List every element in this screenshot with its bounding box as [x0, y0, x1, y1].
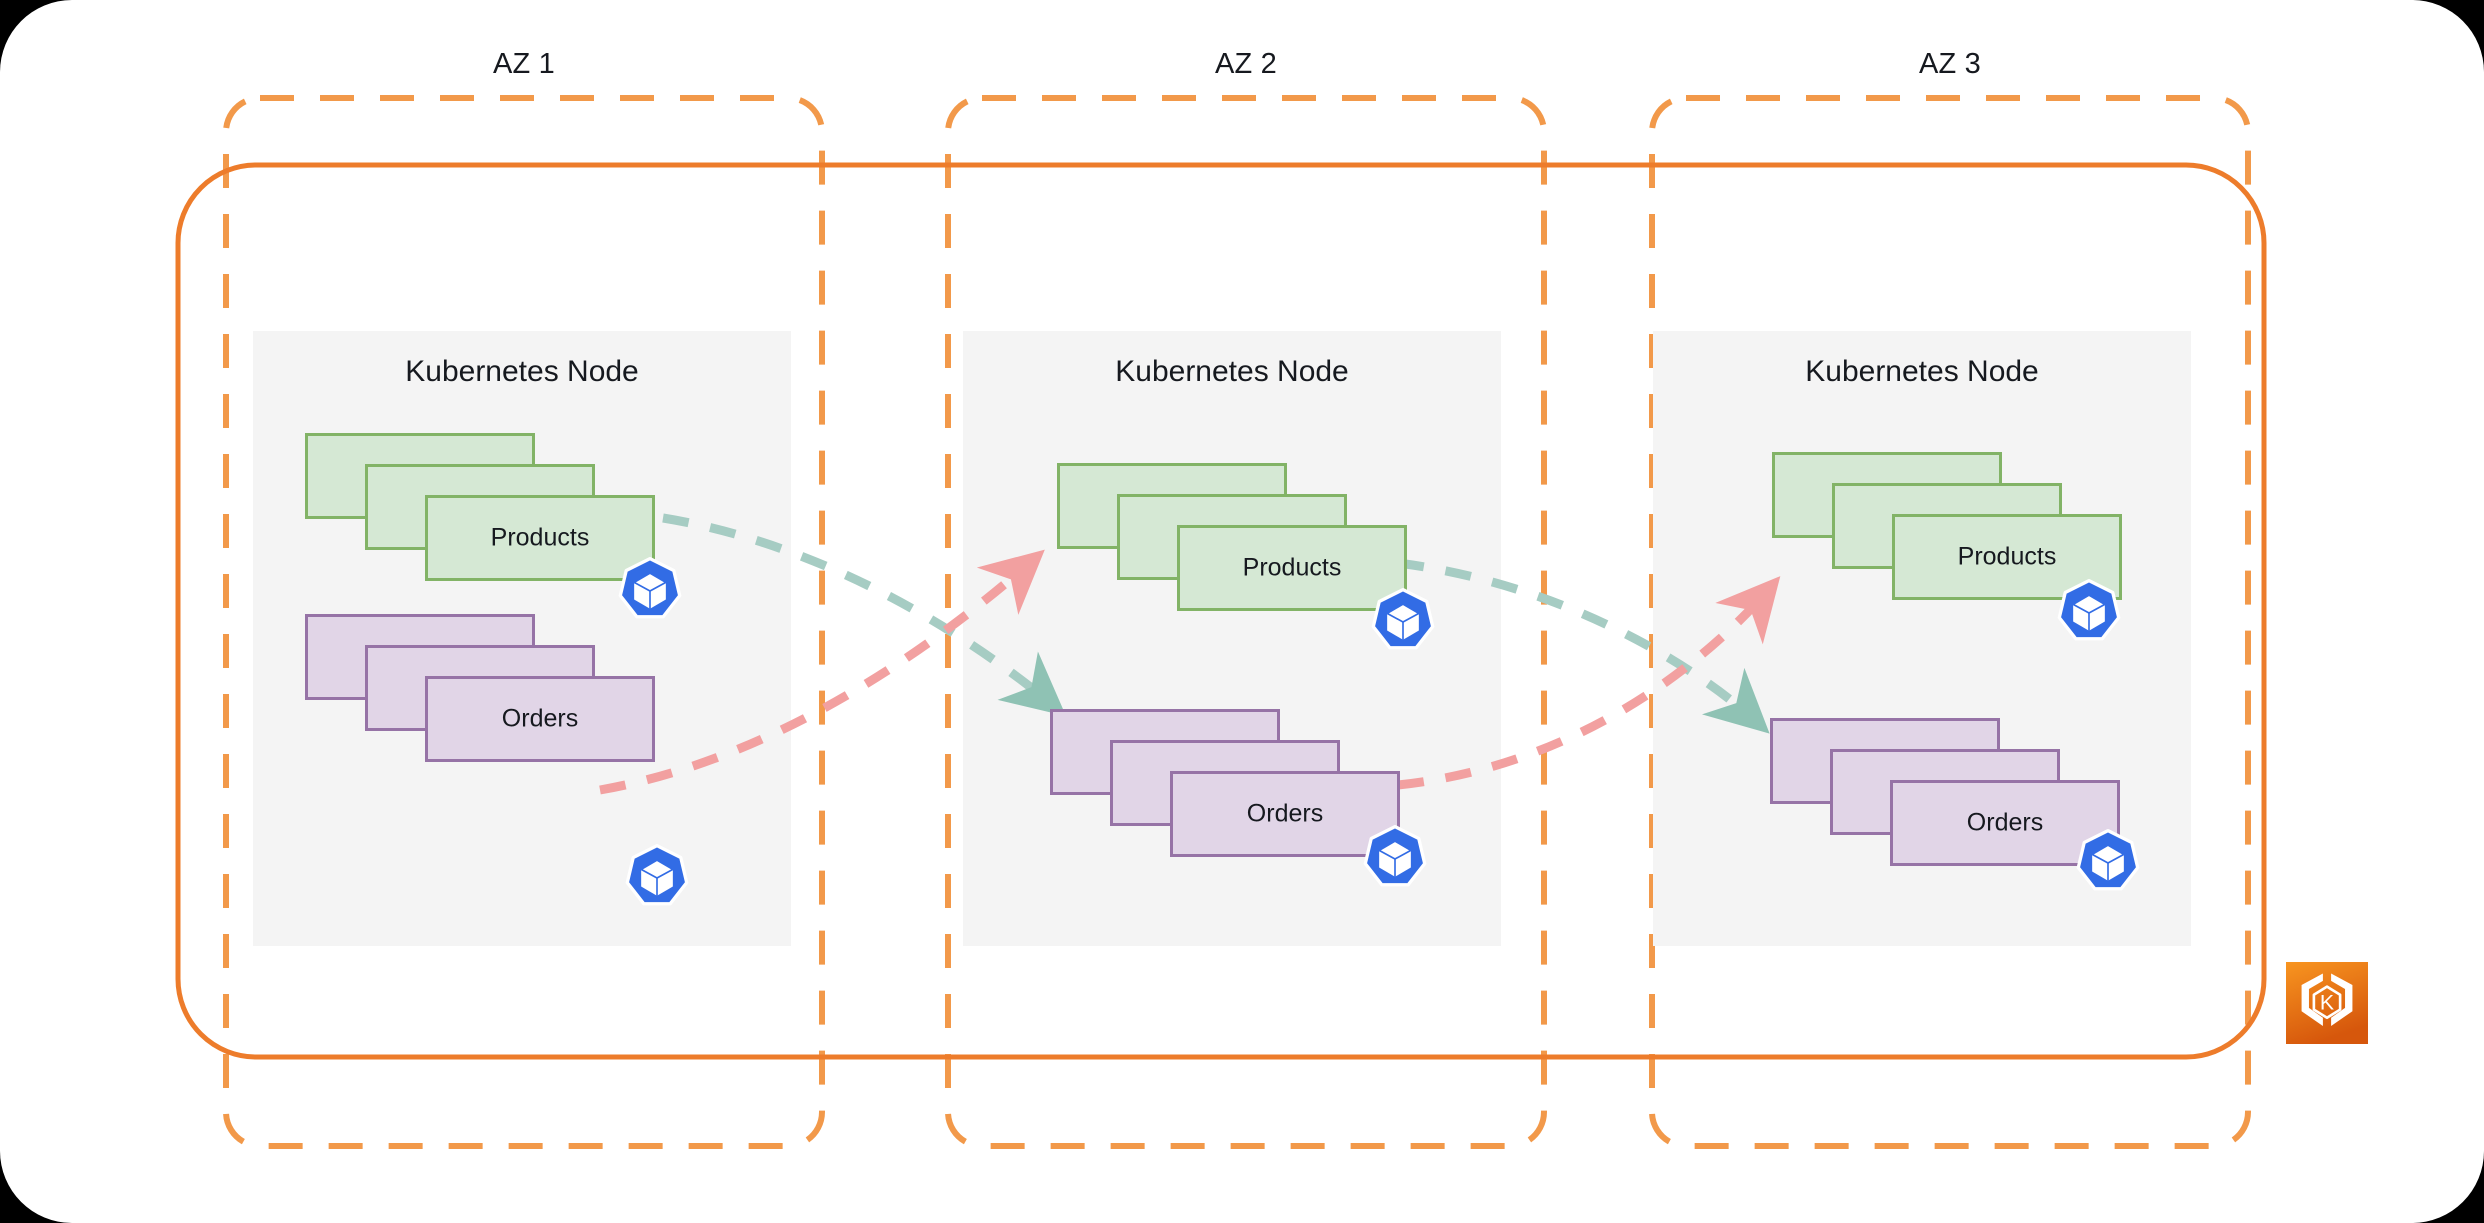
az-2-label: AZ 2: [1214, 48, 1278, 80]
pod-stack-products-az1[interactable]: Products: [305, 433, 655, 583]
pod-stack-orders-az3[interactable]: Orders: [1770, 718, 2120, 868]
kubernetes-icon: [1371, 587, 1435, 650]
eks-logo-letter: K: [2320, 991, 2334, 1015]
arrow-products-az1-to-orders-az2: [662, 513, 1067, 717]
pod-label-products-az1: Products: [490, 523, 590, 552]
node-title-az2: Kubernetes Node: [1115, 355, 1349, 388]
pod-label-products-az3: Products: [1957, 542, 2057, 571]
eks-icon[interactable]: K: [2286, 962, 2368, 1044]
pod-label-products-az2: Products: [1242, 553, 1342, 582]
pod-stack-orders-az2[interactable]: Orders: [1050, 709, 1400, 859]
az-3-boundary: [1649, 95, 2251, 1149]
pod-stack-products-az2[interactable]: Products: [1057, 463, 1407, 613]
kubernetes-icon: [2057, 578, 2121, 641]
az-1-boundary: [223, 95, 825, 1149]
kubernetes-icon: [625, 843, 689, 906]
eks-cluster-boundary: [175, 162, 2267, 1060]
kubernetes-icon: [2076, 828, 2140, 891]
pod-label-orders-az2: Orders: [1246, 799, 1324, 828]
az-1-label: AZ 1: [492, 48, 556, 80]
arrow-products-az2-to-orders-az3: [1397, 558, 1770, 734]
pod-replica[interactable]: Orders: [1170, 771, 1400, 857]
pod-stack-orders-az1[interactable]: Orders: [305, 614, 655, 764]
arrow-orders-az2-to-products-az3: [1397, 576, 1781, 790]
arrow-orders-az1-to-products-az2: [599, 549, 1045, 795]
az-2-boundary: [945, 95, 1547, 1149]
kubernetes-icon: [618, 556, 682, 619]
node-title-az3: Kubernetes Node: [1805, 355, 2039, 388]
pod-label-orders-az3: Orders: [1966, 808, 2044, 837]
kubernetes-icon: [1363, 824, 1427, 887]
pod-replica[interactable]: Products: [425, 495, 655, 581]
node-title-az1: Kubernetes Node: [405, 355, 639, 388]
az-3-label: AZ 3: [1918, 48, 1982, 80]
pod-replica[interactable]: Orders: [425, 676, 655, 762]
pod-replica[interactable]: Products: [1177, 525, 1407, 611]
pod-label-orders-az1: Orders: [501, 704, 579, 733]
